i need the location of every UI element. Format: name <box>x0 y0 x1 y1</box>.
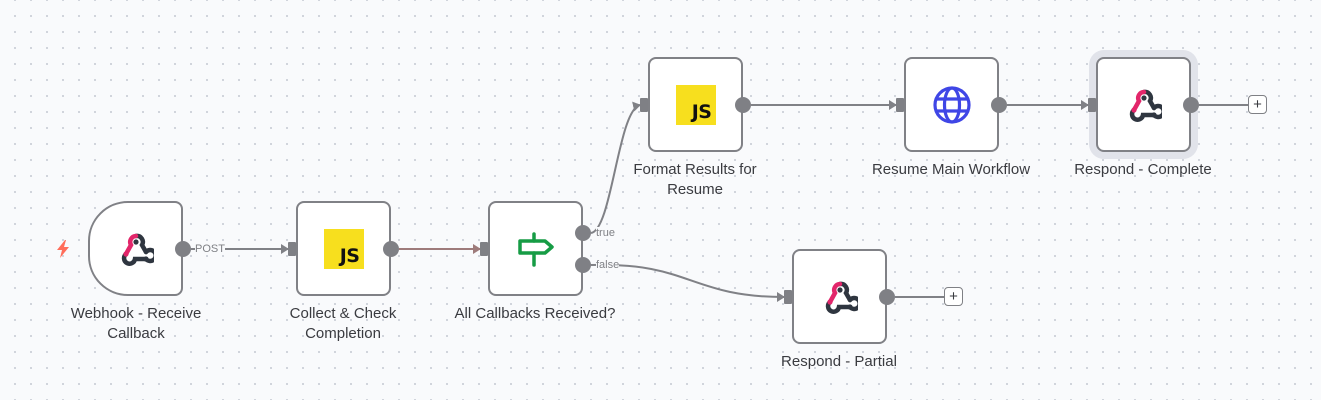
node-label-line: Completion <box>305 325 381 342</box>
output-handle-respond-complete[interactable] <box>1183 97 1199 113</box>
node-resume-main-workflow[interactable] <box>904 57 999 152</box>
node-label-line: Callback <box>107 325 165 342</box>
input-handle-respond-partial[interactable] <box>784 290 792 304</box>
webhook-icon <box>1126 88 1162 122</box>
output-label-post: POST <box>195 243 225 255</box>
output-handle-format[interactable] <box>735 97 751 113</box>
node-label-line: All Callbacks Received? <box>454 305 616 322</box>
js-badge-text: JS <box>691 100 712 123</box>
javascript-icon: JS <box>675 84 716 125</box>
add-node-after-respond-partial-button[interactable]: + <box>944 287 963 306</box>
node-format-results-for-resume[interactable]: JS <box>648 57 743 152</box>
node-collect-check-completion[interactable]: JS <box>296 201 391 296</box>
node-label-line: Resume Main Workflow <box>871 161 1031 178</box>
node-label-if: All Callbacks Received? <box>435 304 635 324</box>
node-respond-partial[interactable] <box>792 249 887 344</box>
node-respond-complete[interactable] <box>1096 57 1191 152</box>
add-node-after-respond-complete-button[interactable]: + <box>1248 95 1267 114</box>
node-label-line: Webhook - Receive <box>70 305 202 322</box>
output-handle-webhook[interactable] <box>175 241 191 257</box>
input-handle-respond-complete[interactable] <box>1088 98 1096 112</box>
node-label-line: Respond - Complete <box>1074 161 1212 178</box>
plus-icon: + <box>1253 96 1262 113</box>
output-label-false: false <box>596 259 620 271</box>
node-label-line: Format Results for <box>633 161 757 178</box>
node-label-resume: Resume Main Workflow <box>851 160 1051 180</box>
input-handle-resume[interactable] <box>896 98 904 112</box>
input-handle-collect[interactable] <box>288 242 296 256</box>
javascript-icon: JS <box>323 228 364 269</box>
node-label-respond-partial: Respond - Partial <box>739 352 939 372</box>
output-handle-resume[interactable] <box>991 97 1007 113</box>
output-handle-collect[interactable] <box>383 241 399 257</box>
node-label-respond-complete: Respond - Complete <box>1043 160 1243 180</box>
webhook-icon <box>822 280 858 314</box>
node-label-line: Collect & Check <box>289 305 397 322</box>
plus-icon: + <box>949 288 958 305</box>
node-label-format: Format Results for Resume <box>595 160 795 200</box>
output-handle-false[interactable] <box>575 257 591 273</box>
node-label-collect: Collect & Check Completion <box>243 304 443 344</box>
trigger-bolt-icon <box>57 240 69 258</box>
webhook-icon <box>118 232 154 266</box>
signpost-icon <box>517 231 555 267</box>
node-label-webhook: Webhook - Receive Callback <box>36 304 236 344</box>
input-handle-if[interactable] <box>480 242 488 256</box>
output-handle-respond-partial[interactable] <box>879 289 895 305</box>
edge-if-false-to-respond-partial[interactable] <box>590 263 785 302</box>
node-label-line: Resume <box>667 181 723 198</box>
output-handle-true[interactable] <box>575 225 591 241</box>
node-all-callbacks-received[interactable] <box>488 201 583 296</box>
node-label-line: Respond - Partial <box>781 353 897 370</box>
globe-icon <box>932 85 972 125</box>
js-badge-text: JS <box>339 244 360 267</box>
input-handle-format[interactable] <box>640 98 648 112</box>
output-label-true: true <box>596 227 615 239</box>
node-webhook-receive-callback[interactable] <box>88 201 183 296</box>
